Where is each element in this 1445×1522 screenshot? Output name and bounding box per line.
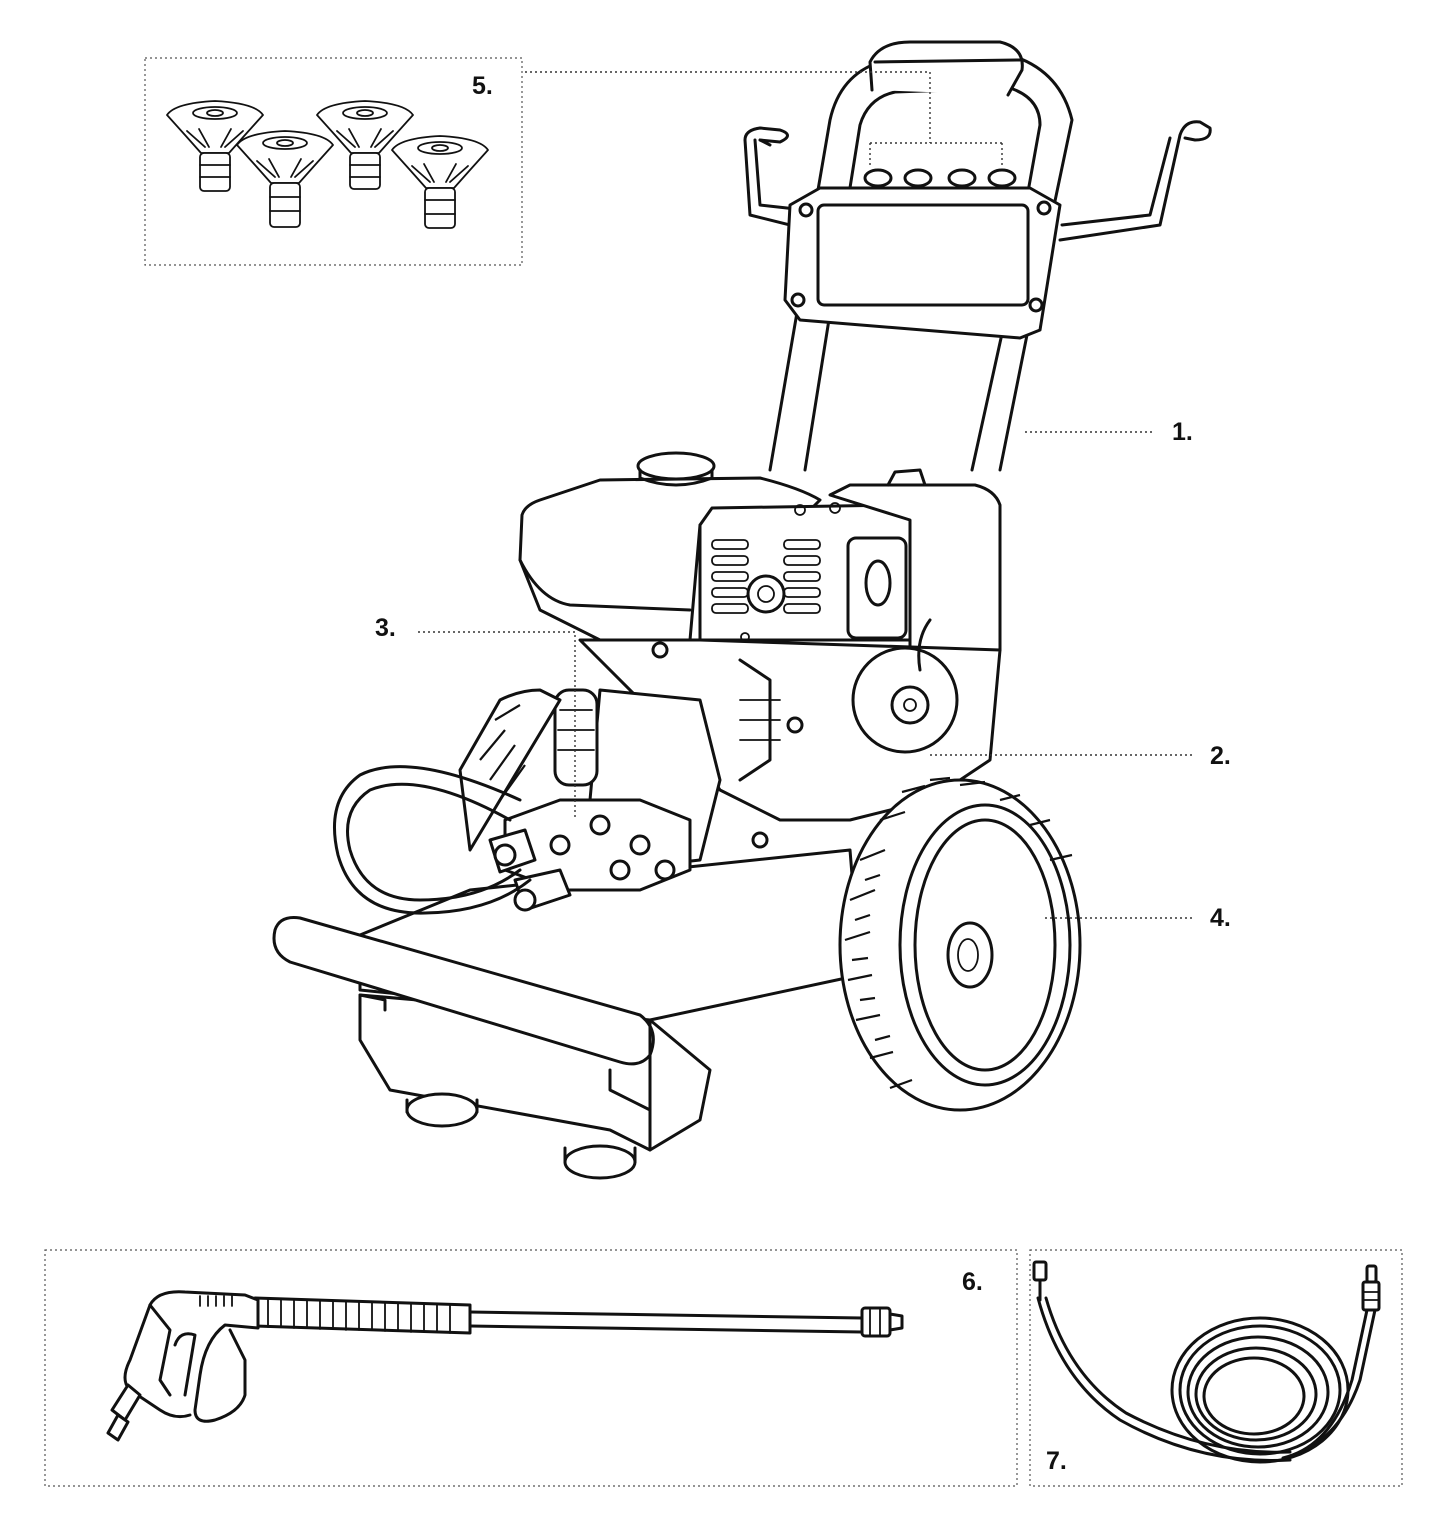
chassis-base xyxy=(272,848,862,1180)
spray-nozzle-1 xyxy=(166,100,264,192)
high-pressure-hose xyxy=(1032,1260,1381,1464)
callout-1-label: 1. xyxy=(1172,418,1193,446)
spray-nozzle-4 xyxy=(391,135,489,229)
wheel xyxy=(838,776,1082,1112)
callout-2-label: 2. xyxy=(1210,742,1231,770)
leader-3 xyxy=(418,631,576,820)
pump-assembly xyxy=(333,688,722,915)
pressure-washer xyxy=(272,40,1212,1180)
callout-6-label: 6. xyxy=(962,1268,983,1296)
spray-nozzle-3 xyxy=(316,100,414,190)
hose-box xyxy=(1029,1249,1403,1487)
handle-frame xyxy=(743,40,1212,472)
air-filter-vents xyxy=(711,502,841,642)
callout-3-label: 3. xyxy=(375,614,396,642)
spray-nozzle-2 xyxy=(236,130,334,228)
callout-7-label: 7. xyxy=(1046,1447,1067,1475)
stored-nozzles xyxy=(863,168,1017,188)
spray-gun-lance xyxy=(106,1290,904,1442)
callout-5-label: 5. xyxy=(472,72,493,100)
engine xyxy=(518,451,1002,849)
nozzle-kit-box xyxy=(144,57,523,266)
callout-4-label: 4. xyxy=(1210,904,1231,932)
wheel-tread xyxy=(844,776,1073,1090)
spray-gun-box xyxy=(44,1249,1018,1487)
leader-5 xyxy=(525,71,1003,168)
